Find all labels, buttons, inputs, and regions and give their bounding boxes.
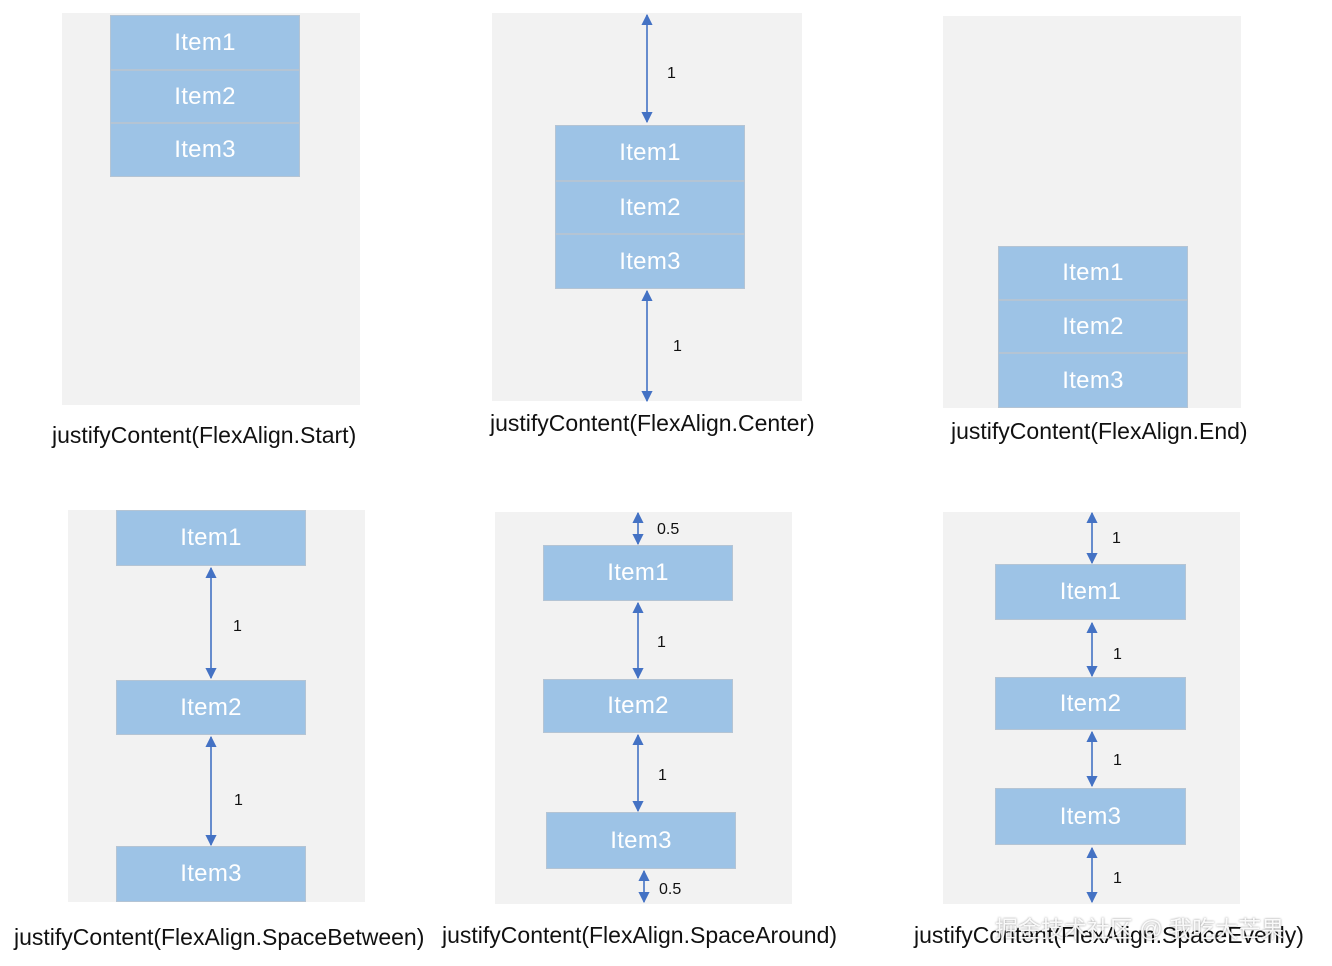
item-1: Item1: [543, 545, 733, 601]
gap-label-top: 0.5: [657, 521, 680, 538]
item-3: Item3: [995, 788, 1186, 845]
item-2: Item2: [116, 680, 306, 735]
panel-space-between: Item1 Item2 Item3: [68, 510, 365, 902]
watermark: 掘金技术社区 @ 我吃大芒果: [995, 916, 1285, 942]
item-1: Item1: [998, 246, 1188, 300]
caption-space-around: justifyContent(FlexAlign.SpaceAround): [442, 922, 838, 948]
panel-space-evenly: Item1 Item2 Item3: [943, 512, 1240, 904]
gap-label: 1: [1113, 870, 1122, 887]
gap-label: 1: [657, 634, 666, 651]
item-1: Item1: [555, 125, 745, 181]
gap-label: 1: [234, 792, 243, 809]
item-2: Item2: [995, 677, 1186, 730]
item-3: Item3: [555, 234, 745, 289]
caption-space-evenly: justifyContent(FlexAlign.SpaceEvenly): [914, 922, 1304, 948]
item-1: Item1: [116, 510, 306, 566]
panel-center: Item1 Item2 Item3: [492, 13, 802, 401]
item-1: Item1: [110, 15, 300, 70]
item-3: Item3: [110, 123, 300, 177]
item-3: Item3: [116, 846, 306, 902]
item-3: Item3: [546, 812, 736, 869]
panel-end: Item1 Item2 Item3: [943, 16, 1241, 408]
item-1: Item1: [995, 564, 1186, 620]
gap-label-top: 1: [667, 65, 676, 82]
item-2: Item2: [555, 181, 745, 234]
panel-start: Item1 Item2 Item3: [62, 13, 360, 405]
gap-label: 1: [1112, 530, 1121, 547]
gap-label-bottom: 1: [673, 338, 682, 355]
caption-space-between: justifyContent(FlexAlign.SpaceBetween): [14, 924, 425, 950]
item-2: Item2: [110, 70, 300, 123]
panel-space-around: Item1 Item2 Item3: [495, 512, 792, 904]
gap-label: 1: [658, 767, 667, 784]
gap-label: 1: [233, 618, 242, 635]
item-2: Item2: [998, 300, 1188, 353]
gap-label-bottom: 0.5: [659, 881, 682, 898]
gap-label: 1: [1113, 646, 1122, 663]
item-3: Item3: [998, 353, 1188, 408]
gap-label: 1: [1113, 752, 1122, 769]
caption-center: justifyContent(FlexAlign.Center): [490, 410, 815, 436]
caption-end: justifyContent(FlexAlign.End): [951, 418, 1248, 444]
item-2: Item2: [543, 679, 733, 733]
caption-start: justifyContent(FlexAlign.Start): [52, 422, 357, 448]
